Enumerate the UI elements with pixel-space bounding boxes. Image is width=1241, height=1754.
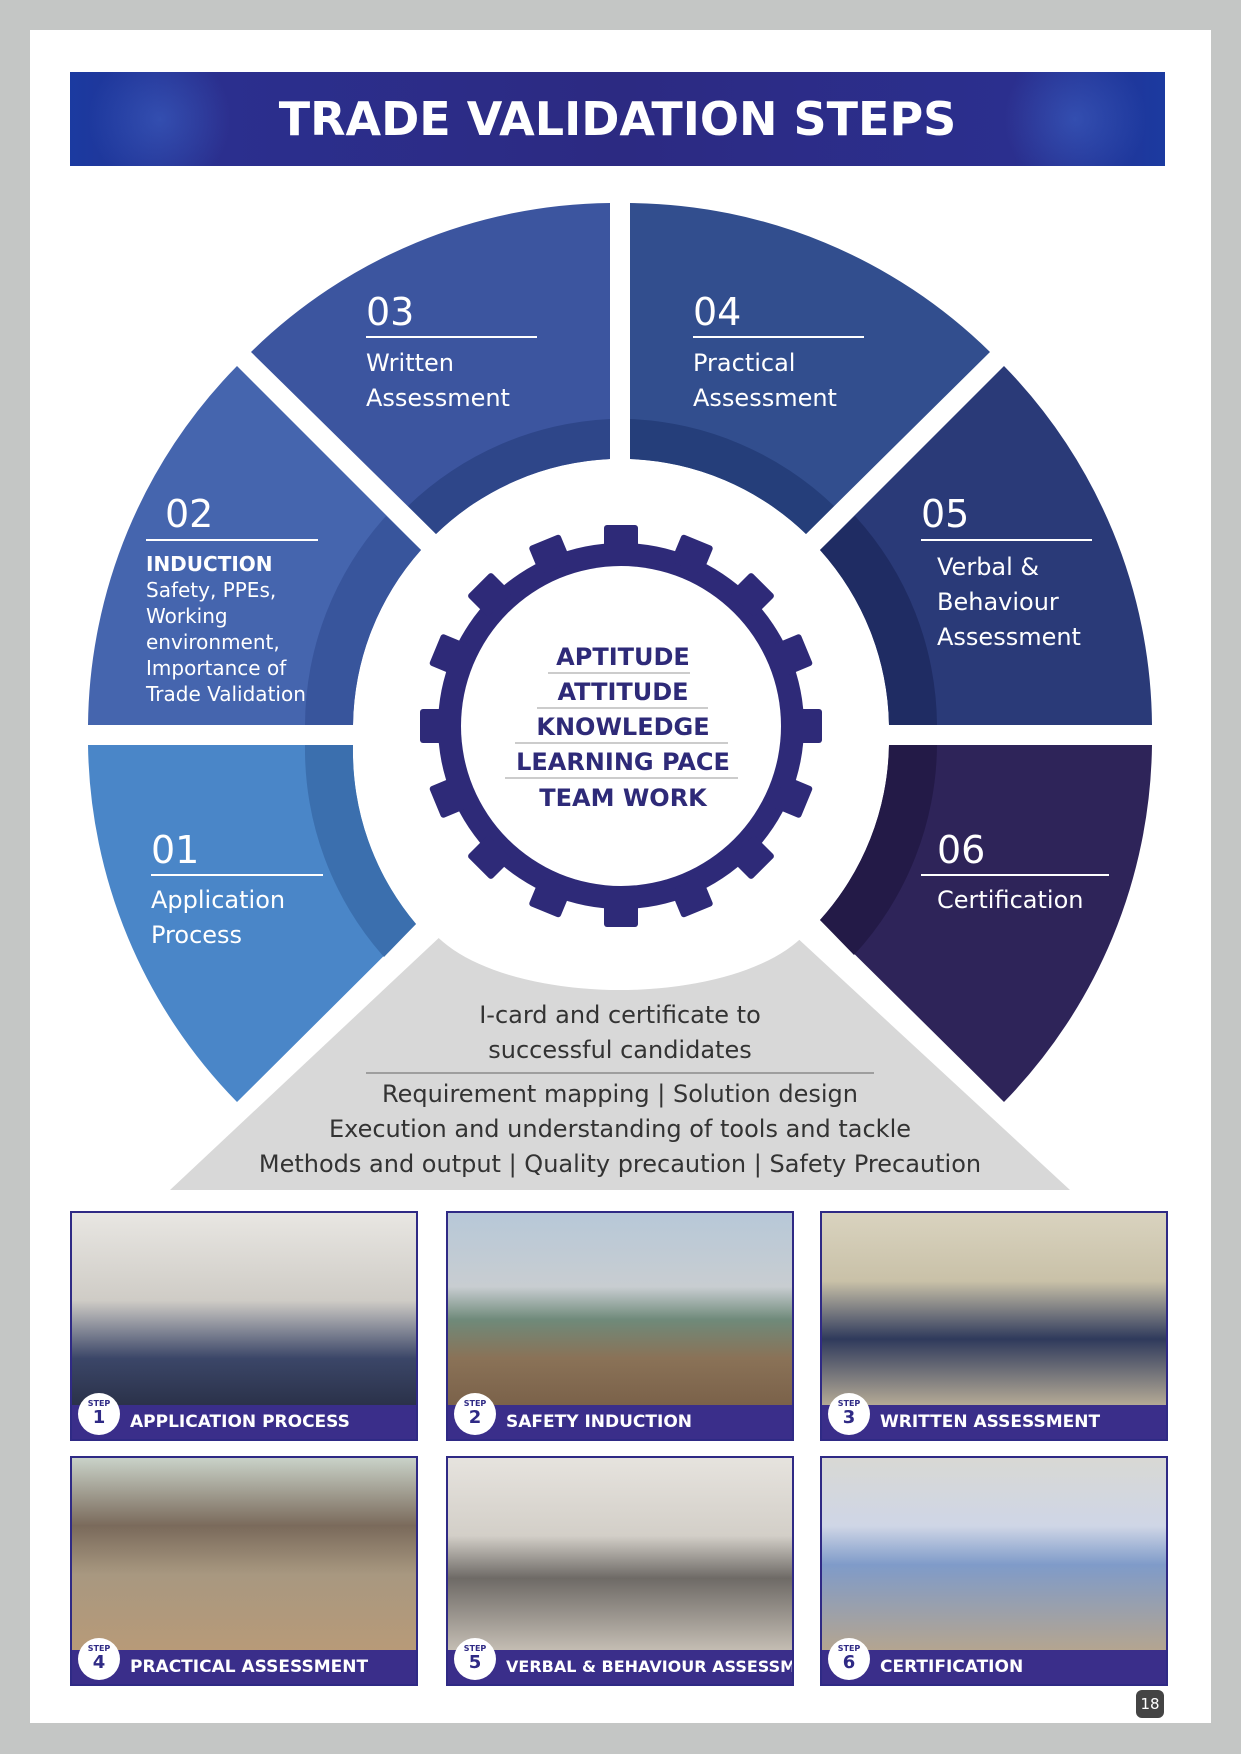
svg-text:Working: Working <box>146 604 228 628</box>
hub-qualities: APTITUDE ATTITUDE KNOWLEDGE LEARNING PAC… <box>505 643 738 812</box>
svg-text:successful candidates: successful candidates <box>488 1036 751 1064</box>
verbal-behaviour-assessment-photo <box>448 1458 792 1652</box>
gear-tooth <box>468 573 511 616</box>
application-process-photo <box>72 1213 416 1407</box>
gear-tooth <box>468 836 511 879</box>
gear-tooth <box>731 836 774 879</box>
written-assessment-photo <box>822 1213 1166 1407</box>
card-caption: SAFETY INDUCTION <box>506 1412 692 1432</box>
svg-text:Written: Written <box>366 349 454 377</box>
card-caption-bar: SAFETY INDUCTION <box>448 1405 792 1439</box>
step-number: 04 <box>693 290 741 334</box>
svg-text:I-card and certificate to: I-card and certificate to <box>479 1001 761 1029</box>
svg-text:Application: Application <box>151 886 285 914</box>
svg-text:INDUCTION: INDUCTION <box>146 552 273 576</box>
gear-tooth <box>731 573 774 616</box>
card-caption: APPLICATION PROCESS <box>130 1412 350 1432</box>
gear-icon <box>420 525 822 927</box>
bottom-summary-panel <box>170 934 1070 1190</box>
svg-text:Trade Validation: Trade Validation <box>145 682 306 706</box>
safety-induction-photo <box>448 1213 792 1407</box>
gear-tooth <box>604 525 638 555</box>
card-caption: CERTIFICATION <box>880 1657 1024 1677</box>
card-caption: PRACTICAL ASSESSMENT <box>130 1657 369 1677</box>
svg-text:Process: Process <box>151 921 242 949</box>
svg-text:Behaviour: Behaviour <box>937 588 1059 616</box>
card-caption: VERBAL & BEHAVIOUR ASSESSMENT <box>506 1657 794 1676</box>
hub-word-2: ATTITUDE <box>557 678 688 706</box>
svg-text:Verbal &: Verbal & <box>937 553 1039 581</box>
page-number: 18 <box>1136 1690 1164 1718</box>
hub-word-4: LEARNING PACE <box>516 748 730 776</box>
card-caption-bar: PRACTICAL ASSESSMENT <box>72 1650 416 1684</box>
certification-photo <box>822 1458 1166 1652</box>
svg-text:Requirement mapping | Solution: Requirement mapping | Solution design <box>382 1080 858 1108</box>
svg-text:Importance of: Importance of <box>146 656 287 680</box>
gear-tooth <box>429 776 469 818</box>
card-caption-bar: WRITTEN ASSESSMENT <box>822 1405 1166 1439</box>
gear-tooth <box>420 709 450 743</box>
title-banner: TRADE VALIDATION STEPS <box>70 72 1165 166</box>
step-02-label: 02 INDUCTION Safety, PPEs, Working envir… <box>145 492 318 706</box>
step-number: 01 <box>151 828 199 872</box>
gear-tooth <box>604 897 638 927</box>
step-number: 06 <box>937 828 985 872</box>
page-title: TRADE VALIDATION STEPS <box>278 92 957 146</box>
step-number: 05 <box>921 492 969 536</box>
gear-tooth <box>429 634 469 676</box>
step-03-label: 03 Written Assessment <box>366 290 537 412</box>
card-caption-bar: APPLICATION PROCESS <box>72 1405 416 1439</box>
bottom-panel-text: I-card and certificate to successful can… <box>259 1001 981 1178</box>
step-06-label: 06 Certification <box>921 828 1109 914</box>
step-number: 03 <box>366 290 414 334</box>
svg-text:Practical: Practical <box>693 349 795 377</box>
svg-text:Certification: Certification <box>937 886 1083 914</box>
gear-tooth <box>792 709 822 743</box>
hexagon-pattern-left <box>70 72 250 166</box>
card-caption: WRITTEN ASSESSMENT <box>880 1412 1101 1432</box>
step-01-label: 01 Application Process <box>151 828 323 949</box>
gear-tooth <box>773 776 813 818</box>
card-caption-bar: VERBAL & BEHAVIOUR ASSESSMENT <box>448 1650 792 1684</box>
gear-tooth <box>529 534 571 574</box>
svg-text:Assessment: Assessment <box>693 384 837 412</box>
step-05-label: 05 Verbal & Behaviour Assessment <box>921 492 1092 651</box>
hub-word-5: TEAM WORK <box>539 784 708 812</box>
svg-text:environment,: environment, <box>146 630 280 654</box>
gear-tooth <box>529 878 571 918</box>
svg-text:Methods and output | Quality p: Methods and output | Quality precaution … <box>259 1150 981 1178</box>
svg-text:Execution and understanding of: Execution and understanding of tools and… <box>329 1115 911 1143</box>
hexagon-pattern-right <box>985 72 1165 166</box>
card-caption-bar: CERTIFICATION <box>822 1650 1166 1684</box>
step-number: 02 <box>165 492 213 536</box>
svg-text:Assessment: Assessment <box>366 384 510 412</box>
gear-tooth <box>671 534 713 574</box>
practical-assessment-photo <box>72 1458 416 1652</box>
svg-text:Assessment: Assessment <box>937 623 1081 651</box>
hub-word-1: APTITUDE <box>556 643 690 671</box>
hub-word-3: KNOWLEDGE <box>536 713 709 741</box>
gear-tooth <box>773 634 813 676</box>
svg-text:Safety, PPEs,: Safety, PPEs, <box>146 578 276 602</box>
gear-tooth <box>671 878 713 918</box>
step-04-label: 04 Practical Assessment <box>693 290 864 412</box>
